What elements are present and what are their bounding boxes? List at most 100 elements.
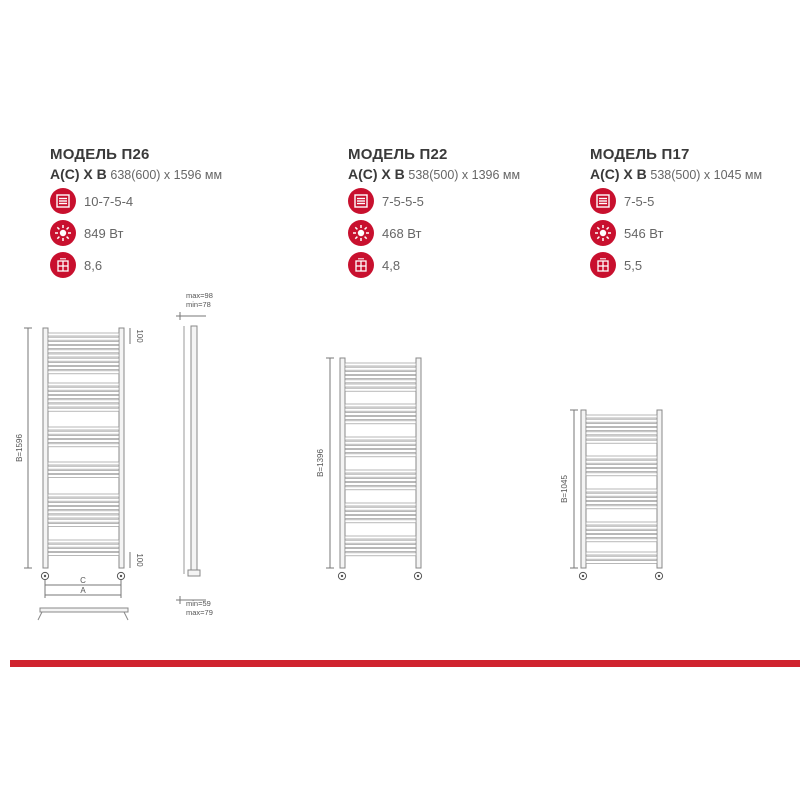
side-top-max-label: max=98: [186, 291, 213, 300]
area-value: 8,6: [84, 257, 103, 273]
rail-tube: [585, 472, 658, 477]
rail-tube: [47, 510, 120, 515]
rail-tube: [47, 552, 120, 556]
p17-height-label: B=1045: [560, 475, 569, 503]
rail-tube: [344, 383, 417, 388]
spec-power: 468 Вт: [348, 220, 520, 246]
rail-tube: [344, 535, 417, 540]
rail-tube: [344, 362, 417, 367]
rail-tube: [47, 430, 120, 435]
rail-tube: [47, 548, 120, 552]
power-value: 546 Вт: [624, 225, 664, 241]
spec-sections: 7-5-5: [590, 188, 762, 214]
rail-tube: [344, 407, 417, 412]
model-dimensions: А(С) Х В 638(600) х 1596 мм: [50, 166, 222, 182]
technical-drawings: B=1596 100 100 C A max=98 min=78 min=59 …: [15, 291, 664, 621]
rail-tube: [344, 469, 417, 474]
model-p26: МОДЕЛЬ П26 А(С) Х В 638(600) х 1596 мм 1…: [50, 146, 222, 278]
rail-tube: [47, 502, 120, 506]
rail-tube: [344, 482, 417, 486]
rail-tube: [585, 435, 658, 440]
rail-tube: [585, 534, 658, 538]
area-value: 5,5: [624, 257, 643, 273]
sun-icon: [50, 220, 76, 246]
rail-tube: [47, 345, 120, 349]
p26-top-gap-label: 100: [135, 329, 144, 343]
dimension-label: А(С) Х В: [348, 166, 405, 182]
rail-tube: [344, 449, 417, 453]
rail-tube: [47, 461, 120, 466]
rail-tube: [47, 395, 120, 399]
model-dimensions: А(С) Х В 538(500) х 1045 мм: [590, 166, 762, 182]
spec-area: 8,6: [50, 252, 222, 278]
sun-icon: [348, 220, 374, 246]
area-icon: [50, 252, 76, 278]
rail-tube: [585, 431, 658, 436]
rail-tube: [585, 560, 658, 564]
rail-tube: [344, 544, 417, 548]
rail-tube: [344, 486, 417, 491]
rail-tube: [344, 420, 417, 425]
rail-tube: [47, 543, 120, 548]
rail-tube: [344, 371, 417, 375]
spec-area: 4,8: [348, 252, 520, 278]
rail-tube: [344, 412, 417, 416]
rail-tube: [47, 443, 120, 448]
area-icon: [348, 252, 374, 278]
p26-front-drawing: [24, 327, 131, 621]
rail-tube: [47, 336, 120, 341]
rail-tube: [47, 514, 120, 519]
rail-tube: [585, 468, 658, 472]
rail-tube: [344, 440, 417, 445]
sections-icon: [348, 188, 374, 214]
rail-tube: [344, 387, 417, 392]
rail-tube: [47, 426, 120, 431]
rail-tube: [344, 445, 417, 449]
side-bottom-max-label: max=79: [186, 608, 213, 617]
rail-tube: [47, 493, 120, 498]
rail-tube: [585, 464, 658, 468]
model-dimensions: А(С) Х В 538(500) х 1396 мм: [348, 166, 520, 182]
rail-tube: [585, 501, 658, 505]
model-title: МОДЕЛЬ П26: [50, 146, 150, 163]
spec-sections: 7-5-5-5: [348, 188, 520, 214]
rail-tube: [47, 386, 120, 391]
rail-tube: [47, 435, 120, 439]
side-top-min-label: min=78: [186, 300, 211, 309]
power-value: 468 Вт: [382, 225, 422, 241]
rail-tube: [585, 555, 658, 560]
rail-tube: [47, 382, 120, 387]
sections-value: 10-7-5-4: [84, 193, 134, 209]
rail-tube: [47, 349, 120, 354]
rail-tube: [585, 551, 658, 556]
rail-tube: [344, 366, 417, 371]
rail-tube: [47, 341, 120, 345]
rail-tube: [47, 506, 120, 510]
rail-tube: [344, 515, 417, 519]
rail-tube: [344, 436, 417, 441]
sun-icon: [590, 220, 616, 246]
sections-value: 7-5-5-5: [382, 193, 424, 209]
rail-tube: [585, 505, 658, 510]
rail-tube: [344, 502, 417, 507]
p26-bottom-gap-label: 100: [135, 553, 144, 567]
rail-tube: [585, 439, 658, 444]
spec-power: 849 Вт: [50, 220, 222, 246]
rail-tube: [47, 523, 120, 527]
rail-tube: [344, 506, 417, 511]
dimension-label: А(С) Х В: [50, 166, 107, 182]
rail-tube: [47, 366, 120, 370]
spec-power: 546 Вт: [590, 220, 762, 246]
p22-front-drawing: [326, 357, 422, 569]
rail-tube: [47, 439, 120, 443]
rail-tube: [585, 492, 658, 497]
rail-tube: [344, 453, 417, 458]
model-title: МОДЕЛЬ П22: [348, 146, 448, 163]
model-p22: МОДЕЛЬ П22 А(С) Х В 538(500) х 1396 мм 7…: [348, 146, 520, 278]
rail-tube: [585, 538, 658, 543]
rail-tube: [47, 357, 120, 362]
model-title: МОДЕЛЬ П17: [590, 146, 690, 163]
area-value: 4,8: [382, 257, 401, 273]
rail-tube: [47, 332, 120, 337]
dimension-value: 538(500) х 1045 мм: [650, 168, 763, 182]
